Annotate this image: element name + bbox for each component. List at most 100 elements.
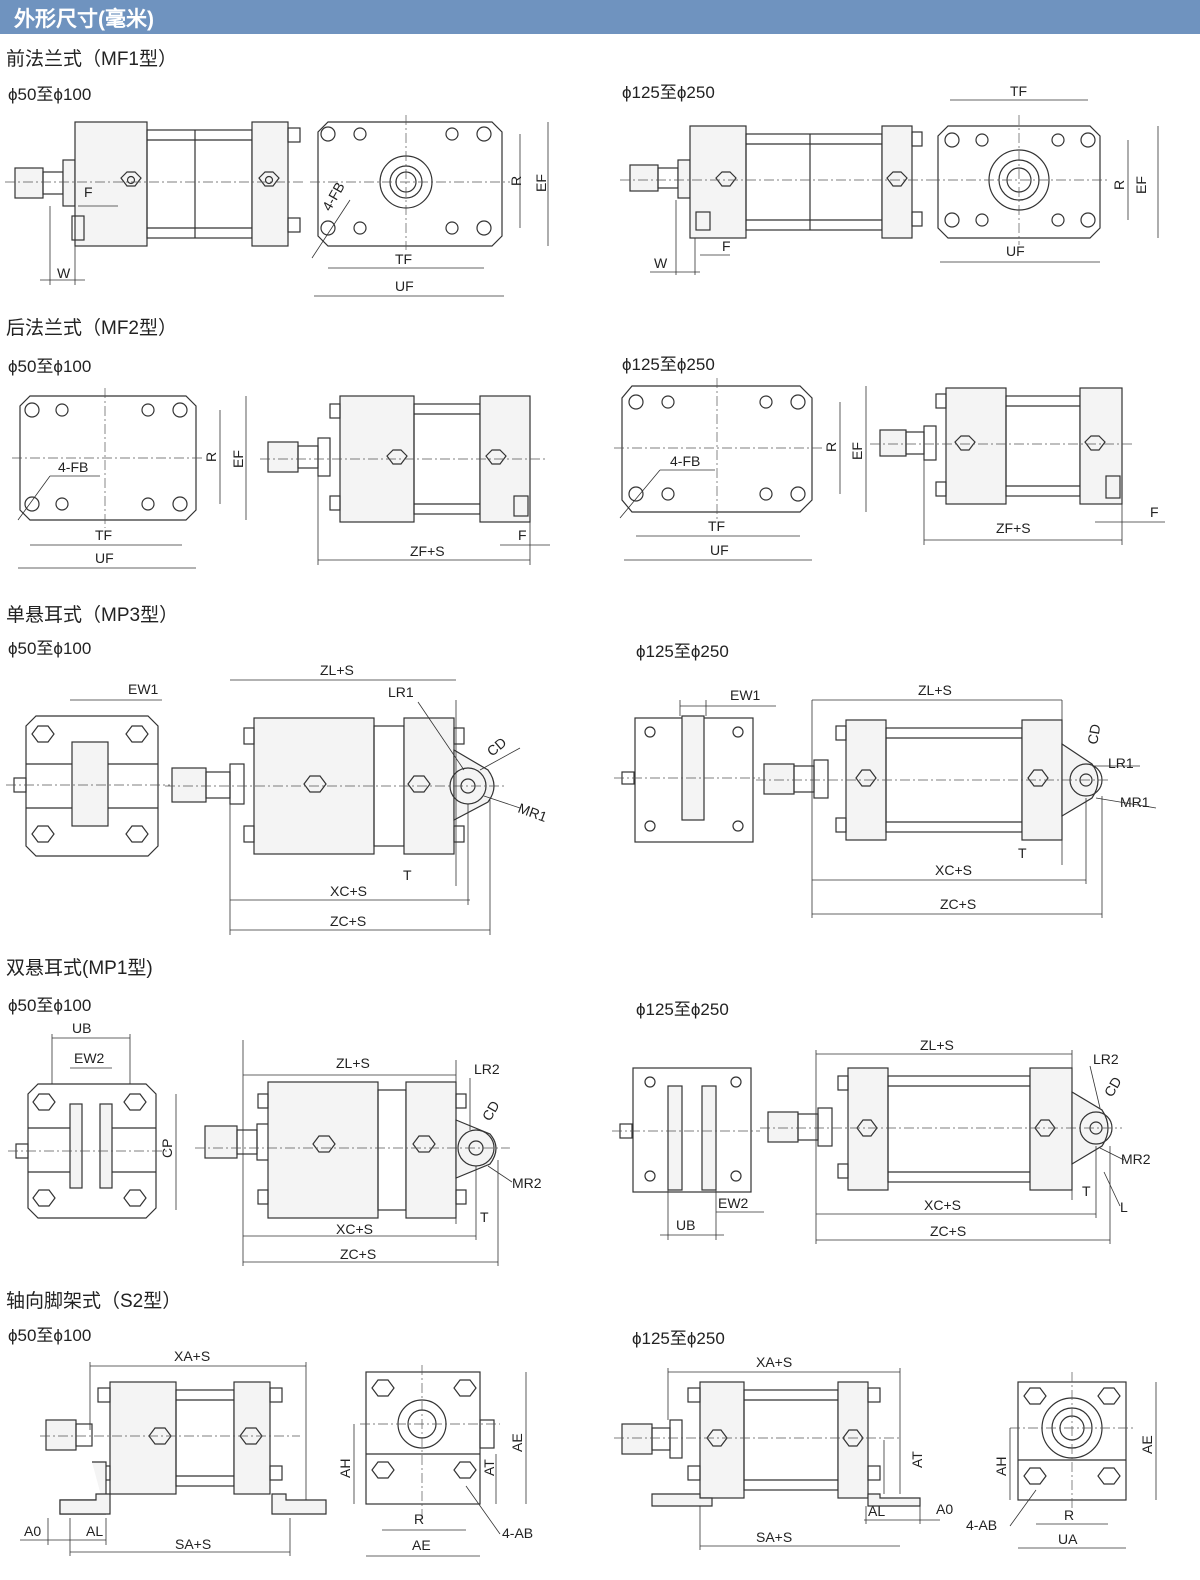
dim-label: ZL+S [918,682,952,698]
range-label: ϕ50至ϕ100 [8,996,92,1015]
dim-label: XC+S [330,883,367,899]
dim-label: ZC+S [340,1246,376,1262]
dim-label: R [823,442,839,452]
dim-label: EF [1133,176,1149,194]
mf2-small-side-view: ZF+S F [260,395,550,565]
dim-label: AH [993,1457,1009,1476]
dim-label: R [203,452,219,462]
dim-label: 4-AB [502,1525,533,1541]
range-label: ϕ50至ϕ100 [8,1326,92,1345]
dim-label: ZC+S [330,913,366,929]
section-title-mf1: 前法兰式（MF1型） [6,49,178,70]
dim-label: T [403,867,412,883]
dim-label: R [1064,1507,1074,1523]
dim-label: UF [1006,243,1025,259]
mf1-small-side-view: W F [5,121,305,285]
s2-large-end-view: AH AE 4-AB R UA [966,1372,1157,1549]
dim-label: TF [95,527,112,543]
dim-label: UB [72,1020,91,1036]
dim-label: R [1111,180,1127,190]
dim-label: F [722,238,731,254]
section-title-s2: 轴向脚架式（S2型） [6,1291,182,1312]
dim-label: CD [1084,723,1103,746]
dim-label: F [1150,504,1159,520]
dim-label: A0 [24,1523,41,1539]
mf1-large-side-view: W F [620,125,930,275]
s2-small-side-view: XA+S A0 AL SA+S [20,1348,327,1556]
dim-label: ZL+S [336,1055,370,1071]
page-title: 外形尺寸(毫米) [14,8,154,31]
dim-label: AT [481,1459,497,1476]
mp3-small-side-view: ZL+S LR1 CD MR1 XC+S T ZC+S [165,662,549,935]
range-label: ϕ125至ϕ250 [622,83,715,102]
mf2-large-front-view: 4-FB TF UF R EF [614,378,867,561]
dim-label: F [84,184,93,200]
dim-label: XC+S [924,1197,961,1213]
dim-label: MR2 [512,1175,542,1191]
range-label: ϕ50至ϕ100 [8,639,92,658]
dim-label: EF [849,442,865,460]
mp1-large-end-view: UB EW2 [612,1067,764,1240]
mp3-large-end-view: EW1 [614,687,776,843]
dim-label: CD [479,1098,503,1124]
dim-label: AH [337,1459,353,1478]
dim-label: R [508,176,524,186]
dim-label: AE [509,1433,525,1452]
dim-label: 4-FB [58,459,88,475]
header-banner: 外形尺寸(毫米) [0,0,1200,34]
dim-label: TF [708,518,725,534]
s2-large-side-view: XA+S AT AL A0 SA+S [614,1354,953,1550]
dim-label: 4-FB [670,453,700,469]
mf2-small-front-view: 4-FB TF UF R EF [12,388,247,569]
dim-label: MR2 [1121,1151,1151,1167]
dim-label: EW1 [128,681,159,697]
dim-label: TF [1010,83,1027,99]
dim-label: AT [909,1451,925,1468]
dim-label: SA+S [175,1536,211,1552]
dim-label: XA+S [756,1354,792,1370]
dim-label: LR2 [1093,1051,1119,1067]
dim-label: UF [710,542,729,558]
dim-label: ZL+S [320,662,354,678]
dim-label: W [654,255,668,271]
dim-label: AL [868,1503,885,1519]
dim-label: A0 [936,1501,953,1517]
dim-label: UF [395,278,414,294]
range-label: ϕ125至ϕ250 [636,642,729,661]
dim-label: LR1 [388,684,414,700]
dim-label: CD [1101,1074,1125,1100]
dim-label: W [57,265,71,281]
dim-label: F [518,527,527,543]
dim-label: TF [395,251,412,267]
dim-label: XC+S [935,862,972,878]
mf2-large-side-view: ZF+S F [870,387,1165,545]
mp1-small-side-view: ZL+S LR2 CD MR2 T XC+S ZC+S [195,1040,542,1266]
dim-label: ZL+S [920,1037,954,1053]
mp3-small-end-view: EW1 [6,681,170,857]
dim-label: T [1018,845,1027,861]
mp1-large-side-view: ZL+S LR2 CD MR2 T L XC+S ZC+S [760,1037,1151,1244]
dim-label: EF [230,450,246,468]
dim-label: LR2 [474,1061,500,1077]
range-label: ϕ125至ϕ250 [636,1000,729,1019]
range-label: ϕ50至ϕ100 [8,85,92,104]
dim-label: ZF+S [996,520,1031,536]
section-title-mp3: 单悬耳式（MP3型） [6,605,179,626]
dim-label: EW1 [730,687,761,703]
dim-label: AL [86,1523,103,1539]
mf1-large-front-view: TF UF R EF [930,83,1159,263]
mp3-large-side-view: ZL+S CD LR1 MR1 T XC+S ZC+S [756,682,1157,918]
dim-label: AE [1139,1435,1155,1454]
dim-label: EW2 [718,1195,749,1211]
dim-label: MR1 [516,800,549,825]
section-title-mp1: 双悬耳式(MP1型) [6,958,153,979]
dim-label: ZC+S [940,896,976,912]
dim-label: EF [533,174,549,192]
dim-label: UB [676,1217,695,1233]
dim-label: SA+S [756,1529,792,1545]
mf1-small-front-view: TF UF R EF 4-FB [310,115,549,297]
dim-label: R [414,1511,424,1527]
dim-label: T [480,1209,489,1225]
range-label: ϕ125至ϕ250 [632,1329,725,1348]
